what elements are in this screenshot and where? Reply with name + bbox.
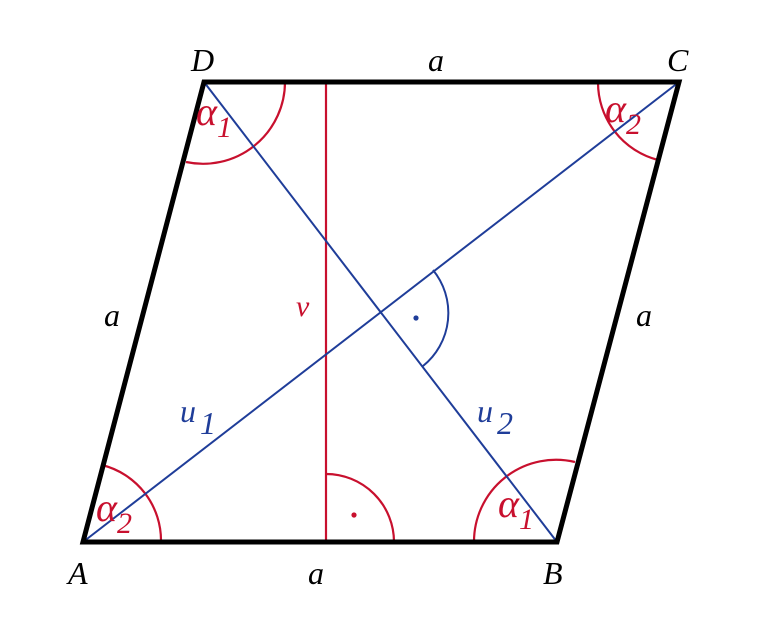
right-angle-dot-diagonals: [413, 315, 419, 321]
angle-label-c-sub: 2: [626, 108, 641, 141]
vertex-label-c: C: [667, 42, 689, 78]
rhombus-outline: [79, 79, 683, 545]
diagonal-label-u2-base: u: [477, 393, 493, 429]
height-label: v: [296, 290, 310, 323]
side-label-left: a: [104, 297, 120, 333]
diagonal-label-u1-base: u: [180, 393, 196, 429]
diagonal-label-u2-sub: 2: [497, 405, 513, 441]
angle-label-a: α2: [96, 485, 132, 540]
right-angle-arc-diagonals: [422, 269, 450, 367]
angle-label-d-sub: 1: [217, 111, 232, 144]
angle-label-b: α1: [498, 481, 534, 536]
angle-label-a-base: α: [96, 485, 118, 530]
side-label-right: a: [636, 297, 652, 333]
diagonal-u2: [203, 81, 558, 543]
right-angle-arc-height: [325, 472, 396, 543]
vertex-label-a: A: [66, 555, 88, 591]
angle-label-d-base: α: [196, 89, 218, 134]
right-angle-dot-height: [351, 512, 357, 518]
diagonal-label-u1-sub: 1: [200, 405, 216, 441]
angle-label-b-base: α: [498, 481, 520, 526]
angle-label-c-base: α: [605, 86, 627, 131]
vertex-label-b: B: [543, 555, 563, 591]
side-label-top: a: [428, 42, 444, 78]
angle-arc-d: [185, 81, 287, 165]
angle-label-a-sub: 2: [117, 507, 132, 540]
angle-label-b-sub: 1: [519, 503, 534, 536]
angle-arc-b: [472, 458, 576, 543]
angle-label-c: α2: [605, 86, 641, 141]
angle-label-d: α1: [196, 89, 232, 144]
side-label-bottom: a: [308, 555, 324, 591]
vertex-label-d: D: [190, 42, 214, 78]
